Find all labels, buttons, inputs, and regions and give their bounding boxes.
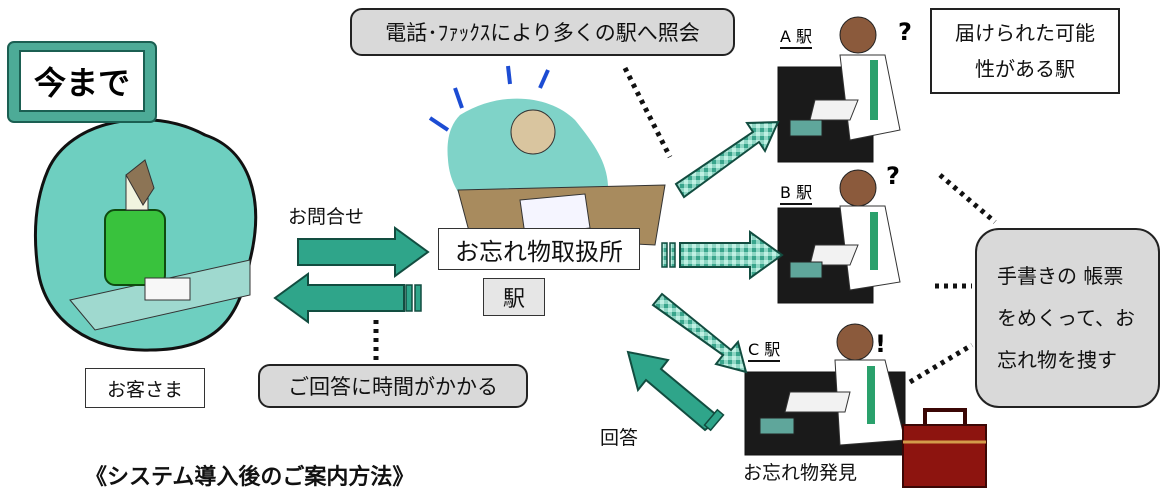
inquiry-arrow: [297, 226, 430, 278]
station-a-name-text: A 駅: [780, 27, 813, 46]
possible-stations-line2: 性がある駅: [975, 57, 1075, 81]
arrow-to-station-c: [651, 292, 748, 374]
station-c-mark: !: [875, 330, 886, 358]
answer-arrow: [626, 350, 725, 432]
customer-label-text: お客さま: [106, 378, 183, 401]
time-callout: ご回答に時間がかかる: [258, 364, 528, 408]
station-b-name-text: B 駅: [780, 183, 813, 202]
possible-stations-line1: 届けられた可能: [955, 21, 1095, 45]
station-label-text: 駅: [502, 287, 525, 312]
search-records-line3: 忘れ物を捜す: [997, 348, 1117, 372]
station-a-mark: ?: [898, 18, 912, 46]
station-c-illustration: [744, 323, 906, 456]
inquiry-label: お問合せ: [288, 206, 365, 228]
answer-label: 回答: [600, 427, 639, 449]
station-b-illustration: [777, 169, 901, 304]
arrow-to-station-b: [661, 230, 784, 280]
top-callout-text: 電話･ﾌｧｯｸｽにより多くの駅へ照会: [385, 21, 700, 45]
lost-property-office-label: お忘れ物取扱所: [438, 228, 640, 270]
section-title: 《システム導入後のご案内方法》: [85, 465, 415, 490]
title-badge-text: 今まで: [33, 64, 130, 102]
customer-illustration: [34, 118, 258, 352]
briefcase-illustration: [902, 408, 987, 488]
station-b-mark: ?: [886, 162, 900, 190]
station-b-name: B 駅: [780, 183, 813, 205]
title-badge-frame: [7, 41, 157, 123]
station-label-box: 駅: [483, 278, 545, 316]
found-label: お忘れ物発見: [743, 462, 858, 484]
title-badge: 今まで: [20, 51, 144, 111]
station-a-illustration: [777, 16, 901, 163]
station-a-name: A 駅: [780, 27, 813, 49]
station-c-name-text: C 駅: [748, 340, 781, 359]
search-records-line2: をめくって、お: [997, 306, 1135, 330]
customer-label-box: お客さま: [85, 368, 205, 408]
search-records-callout: 手書きの 帳票 をめくって、お 忘れ物を捜す: [975, 228, 1160, 408]
top-callout: 電話･ﾌｧｯｸｽにより多くの駅へ照会: [350, 8, 735, 56]
time-callout-text: ご回答に時間がかかる: [288, 375, 498, 399]
response-arrow: [273, 272, 422, 324]
search-records-line1: 手書きの 帳票: [997, 264, 1124, 288]
office-worker-illustration: [428, 65, 666, 246]
arrow-to-station-a: [674, 120, 780, 199]
lost-property-office-text: お忘れ物取扱所: [455, 237, 623, 266]
station-c-name: C 駅: [748, 340, 781, 362]
dotted-connectors: [373, 66, 997, 385]
possible-stations-box: 届けられた可能 性がある駅: [930, 8, 1120, 94]
